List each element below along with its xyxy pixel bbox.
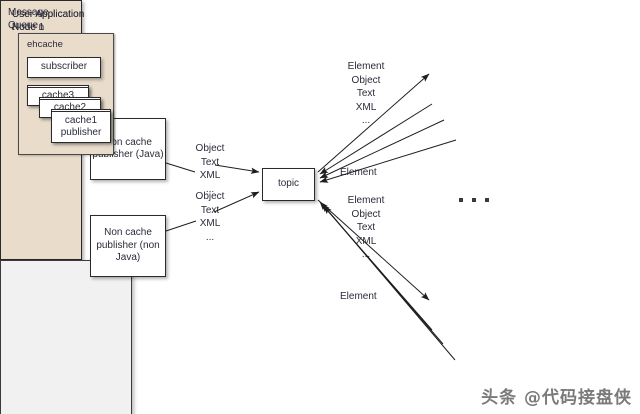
cache1-label-node-n: cache1 xyxy=(64,114,98,126)
flow-label-noden-outbound: Element Object Text XML ... xyxy=(347,195,385,260)
non-cache-publisher-non-java-label: Non cache publisher (non Java) xyxy=(96,227,160,264)
flow-label-publisher-java: Object Text XML ... xyxy=(195,143,225,195)
cache1-publisher-box-node-n[interactable]: cache1 publisher xyxy=(51,111,111,143)
flow-label-publisher-non-java: Object Text XML ... xyxy=(195,191,225,243)
ehcache-box-node-n[interactable]: ehcache subscriber cache3 cache2 cache1 … xyxy=(18,33,114,155)
ellipsis-dot-3 xyxy=(485,198,489,202)
watermark: 头条 @代码接盘侠 xyxy=(481,388,632,408)
user-application-node-n-title: User Application Node n xyxy=(12,9,85,33)
user-application-node-1-box[interactable]: User Application Node 1 ehcache subscrib… xyxy=(0,9,132,414)
message-queue-title: Message Queue xyxy=(8,7,49,31)
ellipsis-dot-1 xyxy=(459,198,463,202)
flow-label-node1-inbound: Element xyxy=(340,167,377,178)
publisher-label-node-n: publisher xyxy=(60,127,102,138)
flow-label-node1-outbound: Element Object Text XML ... xyxy=(347,61,385,126)
flow-label-noden-inbound: Element xyxy=(340,291,377,302)
cache2-label-node-n: cache2 xyxy=(53,102,87,114)
non-cache-publisher-java-label: Non cache publisher (Java) xyxy=(92,136,164,161)
topic-label: topic xyxy=(277,178,300,190)
subscriber-box-node-n[interactable]: subscriber xyxy=(27,57,101,78)
nodes-ellipsis xyxy=(459,198,489,202)
ehcache-label-node-n: ehcache xyxy=(27,39,63,50)
topic-box[interactable]: topic xyxy=(262,168,315,201)
user-application-node-1-title: User Application Node 1 xyxy=(12,9,85,33)
cache3-label-node-n: cache3 xyxy=(41,90,75,102)
subscriber-label-node-n: subscriber xyxy=(40,61,88,73)
non-cache-publisher-non-java-box[interactable]: Non cache publisher (non Java) xyxy=(90,215,166,277)
ellipsis-dot-2 xyxy=(472,198,476,202)
